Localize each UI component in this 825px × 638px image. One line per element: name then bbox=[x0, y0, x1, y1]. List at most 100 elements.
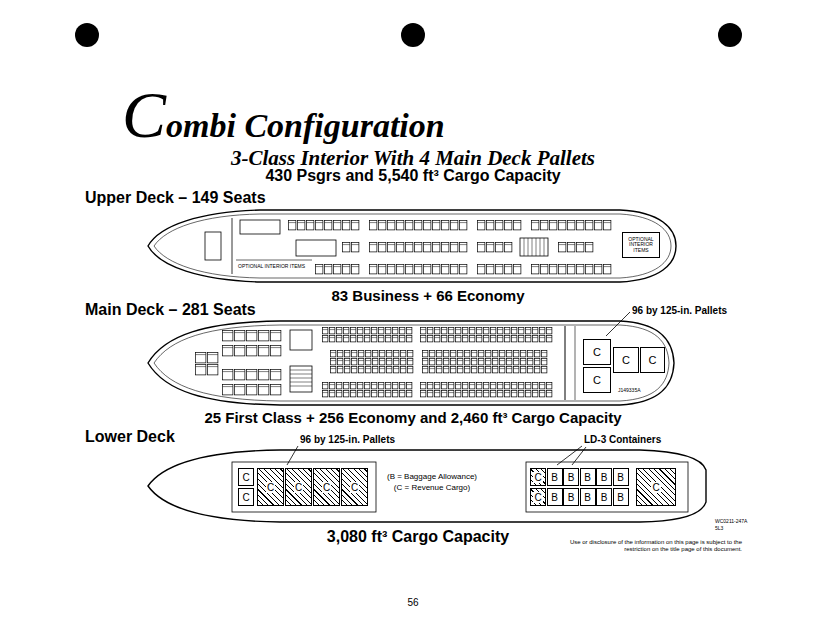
leader-line bbox=[287, 446, 298, 465]
seat-back bbox=[533, 329, 538, 330]
seat-back bbox=[338, 360, 343, 361]
seat-back bbox=[421, 329, 426, 330]
seat bbox=[259, 346, 269, 356]
partition bbox=[236, 260, 312, 261]
seat-back bbox=[331, 360, 336, 361]
seat bbox=[486, 367, 491, 373]
seat-back bbox=[437, 360, 442, 361]
seat-back bbox=[393, 392, 398, 393]
seat-back bbox=[505, 329, 510, 330]
seat-back bbox=[519, 329, 524, 330]
seat bbox=[247, 346, 257, 356]
seat bbox=[323, 391, 328, 397]
seat-back bbox=[505, 266, 512, 267]
seat-back bbox=[208, 354, 218, 355]
seat bbox=[365, 336, 370, 342]
seat-back bbox=[521, 360, 526, 361]
seat-back bbox=[415, 266, 422, 267]
seat bbox=[388, 221, 395, 230]
seat bbox=[451, 359, 456, 365]
seat bbox=[512, 383, 517, 389]
seat-back bbox=[247, 347, 257, 348]
cargo-code: B bbox=[601, 492, 608, 503]
seat bbox=[437, 351, 442, 357]
seat bbox=[496, 243, 503, 252]
cargo-code: C bbox=[266, 482, 275, 493]
seat-back bbox=[406, 244, 413, 245]
seat bbox=[433, 265, 440, 274]
interior-items-box: OPTIONAL INTERIOR ITEMS bbox=[622, 232, 660, 258]
seat bbox=[547, 336, 552, 342]
seat bbox=[421, 328, 426, 334]
seat-back bbox=[528, 360, 533, 361]
callout-label: 96 by 125-in. Pallets bbox=[632, 305, 727, 317]
seat-back bbox=[477, 329, 482, 330]
seat bbox=[505, 383, 510, 389]
seat-back bbox=[542, 352, 547, 353]
deck-heading: Main Deck – 281 Seats bbox=[85, 301, 256, 319]
seat bbox=[435, 391, 440, 397]
seat bbox=[421, 336, 426, 342]
forward-hold bbox=[232, 462, 376, 512]
seat-back bbox=[373, 352, 378, 353]
seat-back bbox=[449, 392, 454, 393]
seat-back bbox=[444, 368, 449, 369]
seat-back bbox=[519, 337, 524, 338]
seat-back bbox=[358, 329, 363, 330]
seat bbox=[366, 367, 371, 373]
seat bbox=[478, 243, 485, 252]
seat bbox=[379, 243, 386, 252]
seat-back bbox=[493, 368, 498, 369]
seat bbox=[449, 336, 454, 342]
seat-back bbox=[500, 368, 505, 369]
seat-back bbox=[352, 266, 359, 267]
seat bbox=[415, 221, 422, 230]
punch-hole bbox=[75, 23, 99, 47]
cargo-box: C bbox=[583, 367, 611, 393]
seat-back bbox=[493, 352, 498, 353]
seat-back bbox=[345, 368, 350, 369]
seat bbox=[595, 221, 602, 230]
seat bbox=[479, 367, 484, 373]
seat bbox=[463, 336, 468, 342]
seat bbox=[406, 243, 413, 252]
seat bbox=[470, 336, 475, 342]
seat bbox=[535, 359, 540, 365]
seat bbox=[365, 328, 370, 334]
seat-back bbox=[259, 347, 269, 348]
seat bbox=[424, 243, 431, 252]
seat-back bbox=[330, 384, 335, 385]
seat-back bbox=[451, 244, 458, 245]
seat-back bbox=[407, 337, 412, 338]
seat bbox=[407, 391, 412, 397]
seat-back bbox=[358, 384, 363, 385]
seat-back bbox=[430, 360, 435, 361]
seat-back bbox=[372, 337, 377, 338]
seat-back bbox=[235, 347, 245, 348]
seat bbox=[338, 351, 343, 357]
seat-back bbox=[387, 352, 392, 353]
seat-back bbox=[568, 266, 575, 267]
seat-back bbox=[372, 392, 377, 393]
seat bbox=[379, 336, 384, 342]
seat bbox=[463, 383, 468, 389]
bulkhead bbox=[232, 218, 233, 274]
seat bbox=[496, 221, 503, 230]
seat bbox=[379, 391, 384, 397]
seat-back bbox=[393, 384, 398, 385]
cargo-box: C bbox=[341, 468, 368, 506]
seat-back bbox=[307, 222, 314, 223]
seat-back bbox=[521, 368, 526, 369]
cargo-box: B bbox=[596, 468, 612, 486]
seat bbox=[477, 328, 482, 334]
seat-back bbox=[512, 384, 517, 385]
seat-back bbox=[338, 368, 343, 369]
cargo-code: B bbox=[551, 472, 558, 483]
seat-back bbox=[442, 337, 447, 338]
seat-back bbox=[415, 244, 422, 245]
seat-back bbox=[487, 244, 494, 245]
seat-back bbox=[345, 352, 350, 353]
seat-back bbox=[577, 222, 584, 223]
seat-back bbox=[407, 392, 412, 393]
seat bbox=[337, 328, 342, 334]
